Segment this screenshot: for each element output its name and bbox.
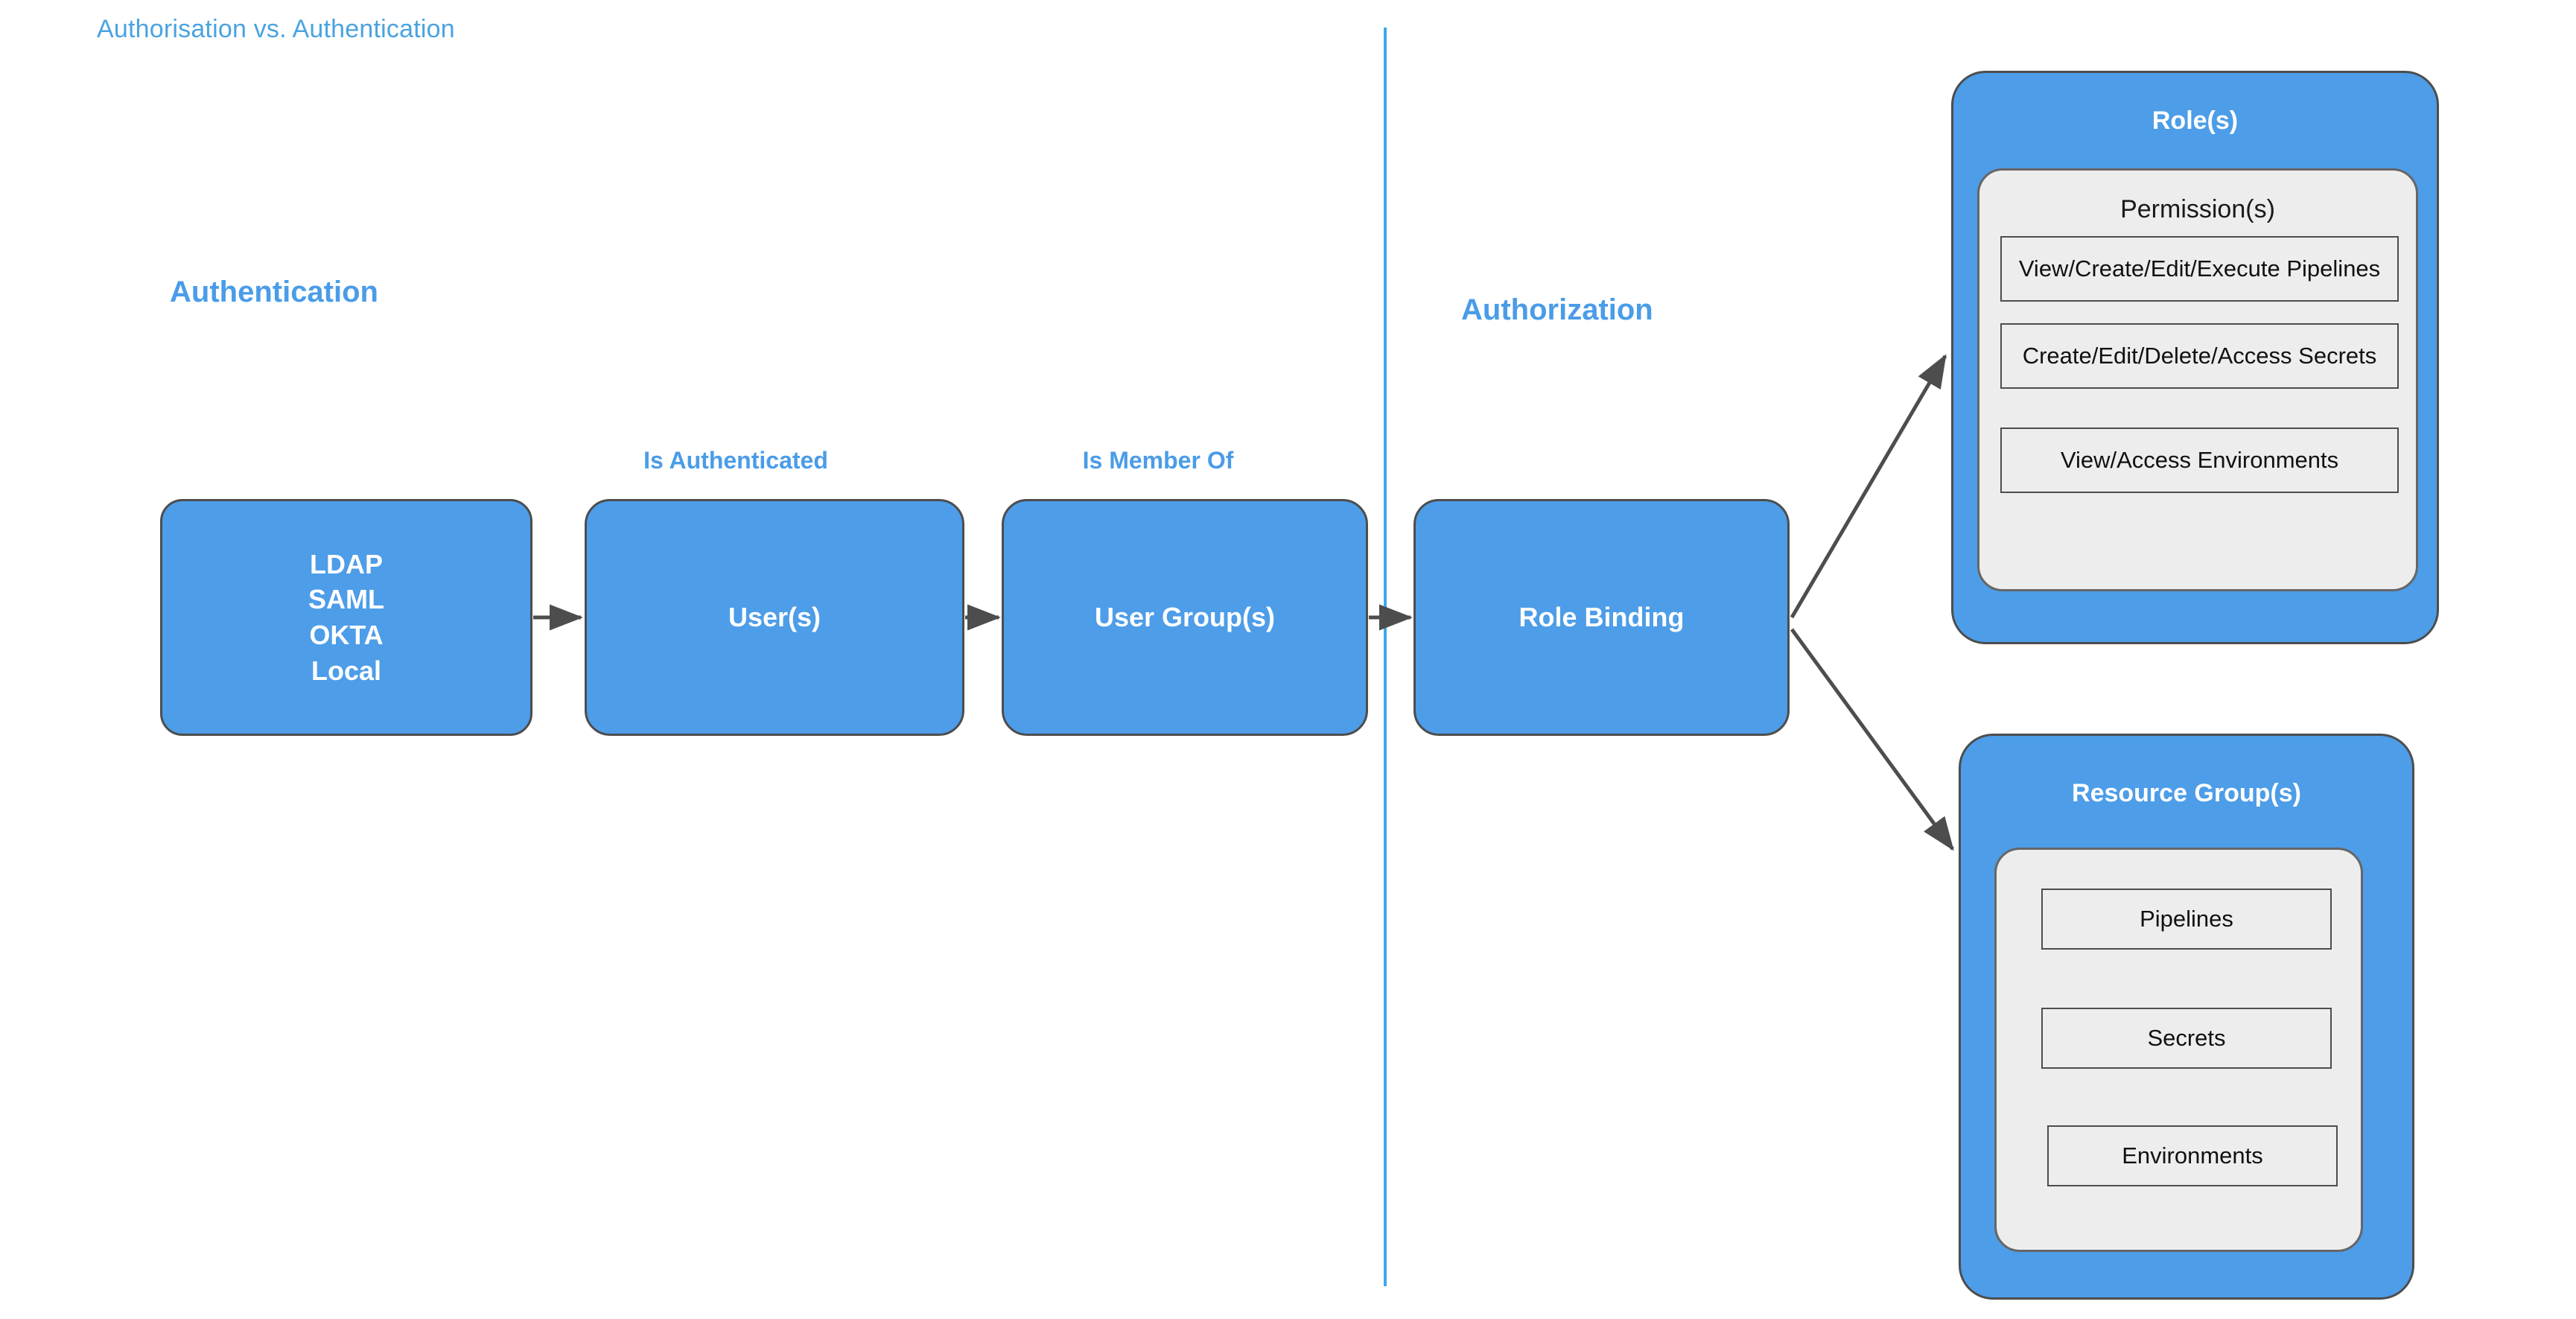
resource-item-label: Secrets bbox=[2147, 1024, 2226, 1051]
roles-card-title: Role(s) bbox=[2152, 107, 2239, 135]
edge-label-is-authenticated: Is Authenticated bbox=[643, 447, 828, 474]
authn-authz-divider bbox=[1384, 28, 1387, 1286]
resource-item-environments[interactable]: Environments bbox=[2047, 1125, 2338, 1186]
permission-item-label: View/Access Environments bbox=[2060, 446, 2339, 473]
resources-inner-card: Pipelines Secrets Environments bbox=[1994, 848, 2363, 1252]
authorization-section-label: Authorization bbox=[1461, 293, 1653, 326]
identity-source-local: Local bbox=[311, 655, 382, 686]
identity-source-saml: SAML bbox=[308, 584, 384, 615]
authentication-section-label: Authentication bbox=[170, 276, 378, 308]
resource-item-pipelines[interactable]: Pipelines bbox=[2041, 889, 2332, 950]
identity-sources-box[interactable]: LDAP SAML OKTA Local bbox=[160, 499, 532, 736]
permission-item-environments[interactable]: View/Access Environments bbox=[2000, 428, 2399, 493]
permission-item-label: View/Create/Edit/Execute Pipelines bbox=[2018, 255, 2381, 282]
resource-item-label: Pipelines bbox=[2140, 905, 2233, 932]
identity-source-okta: OKTA bbox=[309, 620, 384, 650]
permission-item-pipelines[interactable]: View/Create/Edit/Execute Pipelines bbox=[2000, 236, 2399, 302]
user-groups-box-label: User Group(s) bbox=[1094, 602, 1276, 633]
page-title: Authorisation vs. Authentication bbox=[97, 15, 455, 43]
permission-item-label: Create/Edit/Delete/Access Secrets bbox=[2022, 342, 2377, 369]
resource-item-secrets[interactable]: Secrets bbox=[2041, 1008, 2332, 1069]
role-binding-box-label: Role Binding bbox=[1518, 602, 1685, 633]
user-groups-box[interactable]: User Group(s) bbox=[1002, 499, 1368, 736]
arrow-role-binding-to-resource-groups bbox=[1790, 628, 1955, 851]
permissions-title: Permission(s) bbox=[2120, 195, 2275, 223]
users-box[interactable]: User(s) bbox=[585, 499, 964, 736]
resource-groups-card-title: Resource Group(s) bbox=[2072, 779, 2301, 807]
arrow-role-binding-to-roles bbox=[1790, 354, 1947, 619]
permissions-inner-card: Permission(s) View/Create/Edit/Execute P… bbox=[1977, 168, 2418, 591]
edge-label-is-member-of: Is Member Of bbox=[1082, 447, 1234, 474]
users-box-label: User(s) bbox=[728, 602, 821, 633]
resource-groups-card[interactable]: Resource Group(s) Pipelines Secrets Envi… bbox=[1959, 734, 2414, 1300]
resource-item-label: Environments bbox=[2122, 1142, 2263, 1169]
identity-source-ldap: LDAP bbox=[310, 548, 383, 579]
roles-card[interactable]: Role(s) Permission(s) View/Create/Edit/E… bbox=[1951, 71, 2439, 644]
role-binding-box[interactable]: Role Binding bbox=[1413, 499, 1790, 736]
permission-item-secrets[interactable]: Create/Edit/Delete/Access Secrets bbox=[2000, 323, 2399, 389]
